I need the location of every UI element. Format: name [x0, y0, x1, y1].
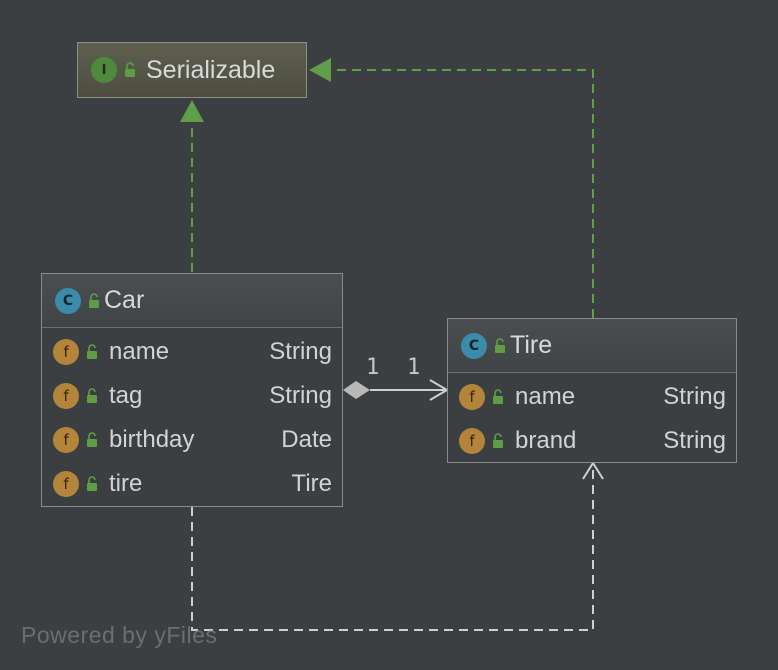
field-icon: f — [53, 427, 79, 453]
class-tire-header: C Tire — [448, 319, 736, 373]
field-name: tire — [109, 470, 143, 497]
field-name: name — [515, 383, 576, 410]
class-icon: C — [55, 287, 81, 314]
target-multiplicity: 1 — [407, 355, 421, 380]
public-lock-icon — [86, 476, 97, 492]
field-icon: f — [53, 339, 79, 365]
field-name: tag — [109, 382, 143, 409]
field-name: birthday — [109, 426, 195, 453]
public-lock-icon — [86, 432, 97, 448]
car-realization-arrowhead — [180, 100, 204, 122]
field-type: Tire — [291, 470, 332, 497]
interface-icon: I — [91, 57, 117, 83]
public-lock-icon — [124, 62, 135, 78]
interface-serializable[interactable]: I Serializable — [77, 42, 307, 98]
dependency-arrowhead — [582, 461, 604, 480]
class-tire-title: Tire — [510, 331, 553, 359]
field-icon: f — [53, 383, 79, 409]
public-lock-icon — [494, 337, 505, 354]
source-multiplicity: 1 — [366, 355, 380, 380]
field-type: String — [269, 338, 332, 365]
field-type: String — [663, 383, 726, 410]
class-car[interactable]: C Car f name String f tag String f — [41, 273, 343, 507]
field-icon: f — [459, 428, 485, 454]
car-field-row[interactable]: f birthday Date — [42, 418, 342, 462]
public-lock-icon — [492, 389, 503, 405]
class-icon: C — [461, 332, 487, 359]
public-lock-icon — [86, 388, 97, 404]
field-icon: f — [459, 384, 485, 410]
field-type: Date — [281, 426, 332, 453]
car-field-row[interactable]: f tag String — [42, 374, 342, 418]
tire-field-row[interactable]: f name String — [448, 375, 736, 419]
tire-realization-arrowhead — [309, 58, 331, 82]
interface-title: Serializable — [146, 55, 276, 84]
dependency-edge[interactable] — [191, 466, 594, 631]
class-car-title: Car — [104, 286, 145, 314]
car-field-row[interactable]: f tire Tire — [42, 462, 342, 506]
class-car-header: C Car — [42, 274, 342, 328]
field-icon: f — [53, 471, 79, 497]
public-lock-icon — [492, 433, 503, 449]
class-tire[interactable]: C Tire f name String f brand String — [447, 318, 737, 463]
tire-realization-edge[interactable] — [331, 69, 594, 318]
public-lock-icon — [88, 292, 99, 309]
composition-diamond — [343, 381, 370, 399]
tire-field-row[interactable]: f brand String — [448, 419, 736, 463]
car-field-row[interactable]: f name String — [42, 330, 342, 374]
field-type: String — [269, 382, 332, 409]
field-type: String — [663, 427, 726, 454]
field-name: name — [109, 338, 170, 365]
yfiles-watermark: Powered by yFiles — [21, 622, 218, 648]
field-name: brand — [515, 427, 577, 454]
public-lock-icon — [86, 344, 97, 360]
